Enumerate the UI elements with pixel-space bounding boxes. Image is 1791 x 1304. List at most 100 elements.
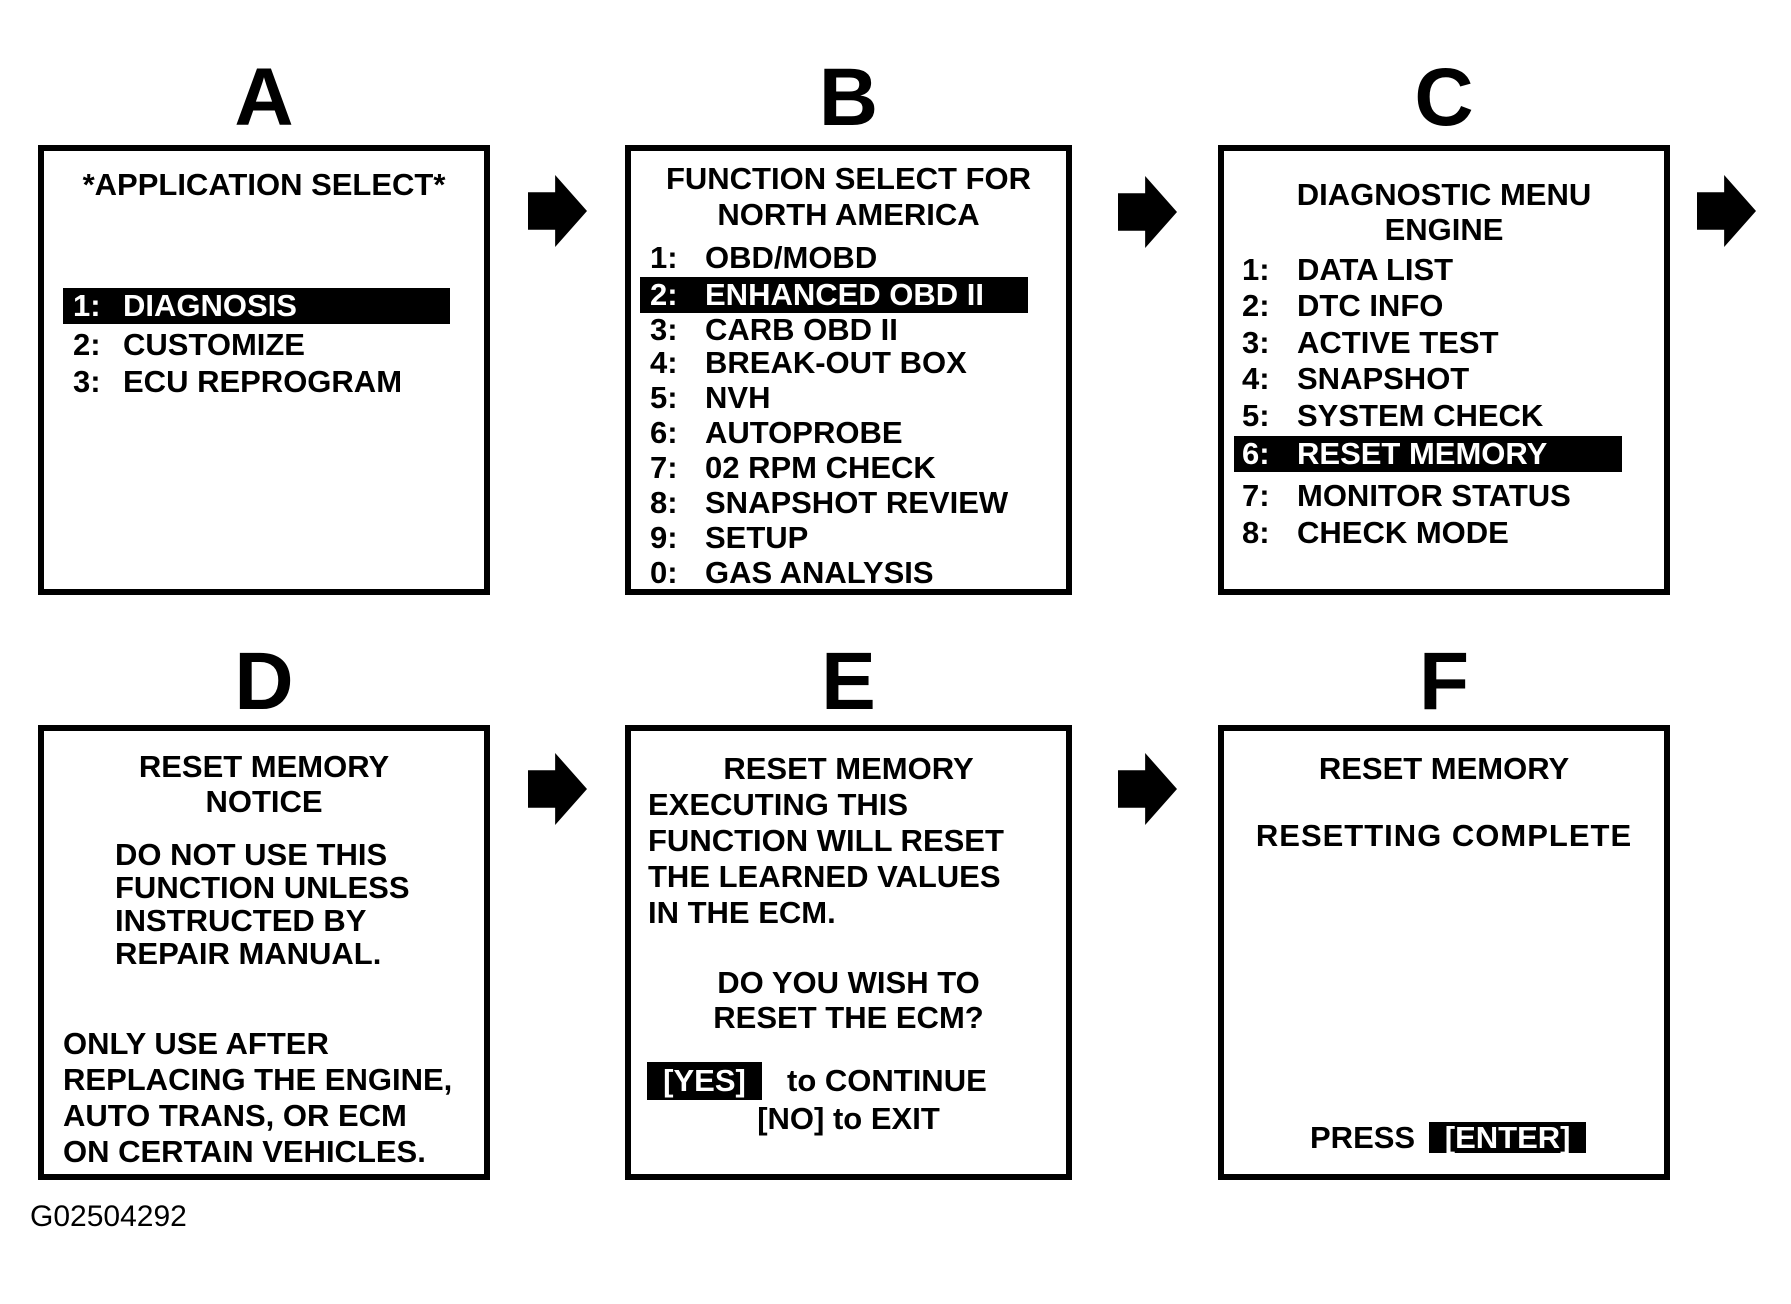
flow-arrow-icon — [1118, 176, 1177, 248]
menu-item-label: NVH — [705, 380, 771, 415]
menu-item-label: CARB OBD II — [705, 312, 898, 347]
menu-item: 0: GAS ANALYSIS — [640, 555, 1028, 590]
notice-line: ONLY USE AFTER — [63, 1026, 329, 1061]
menu-item-selected: 2: ENHANCED OBD II — [640, 277, 1028, 313]
notice-line: ON CERTAIN VEHICLES. — [63, 1134, 426, 1169]
warning-line: FUNCTION WILL RESET — [648, 823, 1004, 858]
spacer — [762, 1063, 787, 1099]
notice-line: DO NOT USE THIS — [115, 837, 388, 872]
figure-id: G02504292 — [30, 1200, 187, 1233]
prompt-line1: DO YOU WISH TO — [717, 965, 980, 1000]
menu-item-number: 2: — [650, 277, 678, 312]
menu-item-number: 5: — [650, 380, 678, 415]
menu-item: 1: OBD/MOBD — [640, 240, 1028, 275]
enter-key: [ENTER] — [1429, 1120, 1587, 1155]
menu-item-number: 6: — [1242, 436, 1270, 471]
warning-line: THE LEARNED VALUES — [648, 859, 1001, 894]
menu-item-label: RESET MEMORY — [1297, 436, 1548, 471]
screen-title-line1: DIAGNOSTIC MENU — [1296, 177, 1592, 212]
menu-item-number: 1: — [1242, 252, 1270, 287]
step-label-f: F — [1418, 636, 1470, 727]
screen-title: RESET MEMORY — [1318, 751, 1570, 786]
screen-title-line2: ENGINE — [1384, 212, 1504, 247]
menu-item-label: DIAGNOSIS — [123, 288, 297, 323]
menu-item-number: 7: — [650, 450, 678, 485]
press-enter-row: PRESS [ENTER] — [1310, 1119, 1587, 1156]
menu-item-label: DATA LIST — [1297, 252, 1454, 287]
menu-item: 9:SETUP — [640, 520, 1028, 555]
menu-item-number: 4: — [1242, 361, 1270, 396]
screen-title-line2: NOTICE — [205, 784, 323, 819]
menu-item-number: 0: — [650, 555, 678, 590]
spacer — [1415, 1120, 1429, 1156]
screen-title: *APPLICATION SELECT* — [82, 167, 446, 202]
step-label-b: B — [818, 52, 879, 143]
flow-arrow-icon — [528, 175, 587, 247]
menu-item-label: OBD/MOBD — [705, 240, 878, 275]
notice-line: AUTO TRANS, OR ECM — [63, 1098, 407, 1133]
menu-item-label: 02 RPM CHECK — [705, 450, 936, 485]
status-message: RESETTING COMPLETE — [1255, 818, 1633, 853]
menu-item-label: GAS ANALYSIS — [705, 555, 934, 590]
menu-item-number: 7: — [1242, 478, 1270, 513]
press-label: PRESS — [1310, 1119, 1416, 1155]
menu-item-number: 2: — [73, 327, 101, 362]
menu-item-label: AUTOPROBE — [705, 415, 903, 450]
screen-title-line1: FUNCTION SELECT FOR — [665, 161, 1032, 196]
yes-action-label: to CONTINUE — [787, 1063, 987, 1098]
menu-item-number: 3: — [1242, 325, 1270, 360]
step-label-c: C — [1414, 52, 1474, 143]
menu-item-label: SYSTEM CHECK — [1297, 398, 1544, 433]
menu-item-number: 6: — [650, 415, 678, 450]
flow-arrow-icon — [1697, 175, 1756, 247]
screen-title-line2: NORTH AMERICA — [717, 197, 980, 232]
menu-item-label: SNAPSHOT — [1297, 361, 1470, 396]
notice-line: REPAIR MANUAL. — [115, 936, 382, 971]
menu-item-label: SNAPSHOT REVIEW — [705, 485, 1009, 520]
menu-item-number: 1: — [73, 288, 101, 323]
menu-item: 4: SNAPSHOT — [1234, 361, 1622, 396]
menu-item-number: 4: — [650, 345, 678, 380]
menu-item: 1: DATA LIST — [1234, 252, 1622, 287]
no-option-row: [NO] to EXIT — [757, 1101, 940, 1136]
menu-item: 3: ECU REPROGRAM — [63, 364, 450, 400]
menu-item-number: 8: — [1242, 515, 1270, 550]
menu-item-label: CHECK MODE — [1297, 515, 1509, 550]
menu-item-number: 1: — [650, 240, 678, 275]
step-label-d: D — [234, 636, 294, 727]
menu-item-number: 8: — [650, 485, 678, 520]
menu-item: 2:DTC INFO — [1234, 288, 1622, 323]
menu-item: 7: 02 RPM CHECK — [640, 450, 1028, 485]
menu-item-label: ACTIVE TEST — [1297, 325, 1499, 360]
menu-item: 6: AUTOPROBE — [640, 415, 1028, 450]
notice-line: FUNCTION UNLESS — [115, 870, 410, 905]
menu-item-number: 3: — [73, 364, 101, 399]
menu-item: 8: CHECK MODE — [1234, 515, 1622, 550]
menu-item-selected: 6: RESET MEMORY — [1234, 436, 1622, 472]
menu-item: 5: NVH — [640, 380, 1028, 415]
menu-item-label: ENHANCED OBD II — [705, 277, 985, 312]
menu-item-label: ECU REPROGRAM — [123, 364, 403, 399]
screen-title-line1: RESET MEMORY — [138, 749, 390, 784]
menu-item-number: 5: — [1242, 398, 1270, 433]
menu-item-label: SETUP — [705, 520, 809, 555]
flow-arrow-icon — [1118, 753, 1177, 825]
menu-item: 3:CARB OBD II — [640, 312, 1028, 347]
yes-key: [YES] — [647, 1062, 762, 1100]
yes-option-row: [YES] to CONTINUE — [647, 1062, 987, 1100]
menu-item-label: BREAK-OUT BOX — [705, 345, 967, 380]
warning-line: IN THE ECM. — [648, 895, 836, 930]
warning-line: EXECUTING THIS — [648, 787, 909, 822]
menu-item: 3: ACTIVE TEST — [1234, 325, 1622, 360]
